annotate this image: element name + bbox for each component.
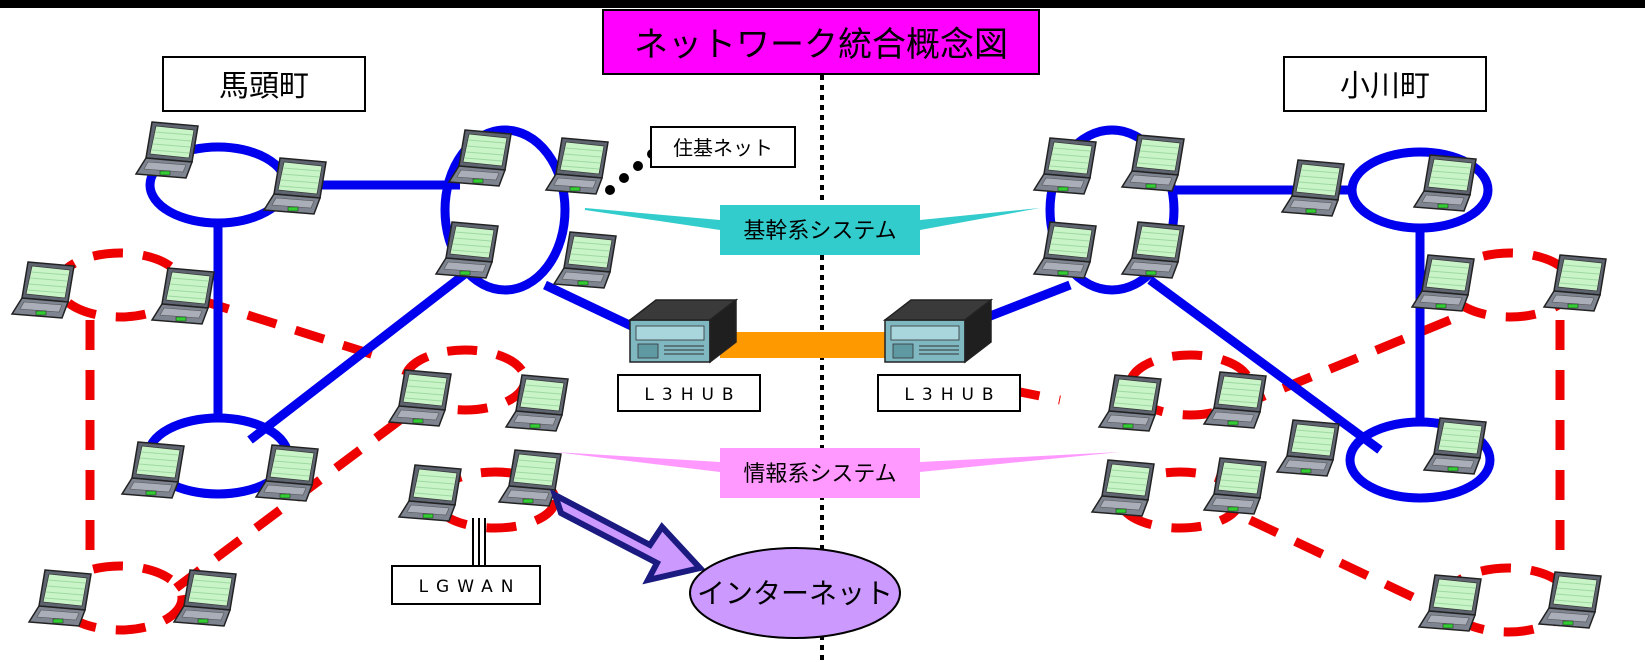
server-icon[interactable] [884,299,992,363]
l3hub-right-box [877,374,1021,412]
core-callout-left-tail [585,208,720,230]
laptop-icon[interactable] [151,267,215,325]
left-town-label: 馬頭町 [219,69,309,104]
page-title: ネットワーク統合概念図 [634,25,1008,65]
laptop-icon[interactable] [135,121,199,179]
juki-net-box [650,126,796,168]
laptop-icon[interactable] [398,464,462,522]
info-callout-right-tail [920,452,1120,472]
laptop-icon[interactable] [388,369,452,427]
lgwan-label: LGWAN [419,577,522,597]
laptop-icon[interactable] [1121,221,1185,279]
l3hub-left-label: L3HUB [644,385,741,405]
laptop-icon[interactable] [1033,221,1097,279]
l3hub-right-label: L3HUB [904,385,1001,405]
right-town-box [1283,56,1487,112]
laptop-icon[interactable] [1091,459,1155,517]
laptop-icon[interactable] [505,374,569,432]
left-town-box [162,56,366,112]
core-system-callout [720,205,920,255]
lgwan-box [391,565,541,605]
laptop-icon[interactable] [1098,374,1162,432]
laptop-icon[interactable] [1121,134,1185,192]
top-border [0,0,1645,8]
laptop-icon[interactable] [1203,457,1267,515]
l3hub-left-box [617,374,761,412]
juki-net-label: 住基ネット [673,136,773,160]
core-callout-right-tail [920,208,1040,230]
info-system-callout [720,448,920,498]
core-system-label: 基幹系システム [743,219,896,244]
laptop-icon[interactable] [498,449,562,507]
internet-cloud[interactable] [689,547,901,639]
laptop-icon[interactable] [11,261,75,319]
internet-arrow [549,488,706,585]
internet-label: インターネット [697,577,893,610]
laptop-icon[interactable] [28,569,92,627]
info-callout-left-tail [555,452,720,472]
right-town-label: 小川町 [1340,69,1430,104]
info-system-label: 情報系システム [743,462,896,487]
core-network-right [978,125,1495,503]
laptop-icon[interactable] [1418,574,1482,632]
laptop-icon[interactable] [1276,419,1340,477]
laptop-icon[interactable] [1413,154,1477,212]
laptop-icon[interactable] [1033,137,1097,195]
laptop-icon[interactable] [255,444,319,502]
laptop-icon[interactable] [1203,371,1267,429]
laptop-icon[interactable] [121,441,185,499]
server-icon[interactable] [629,299,737,363]
lgwan-connection [472,518,486,566]
title-box [602,9,1040,75]
juki-connector-dots [605,149,657,195]
